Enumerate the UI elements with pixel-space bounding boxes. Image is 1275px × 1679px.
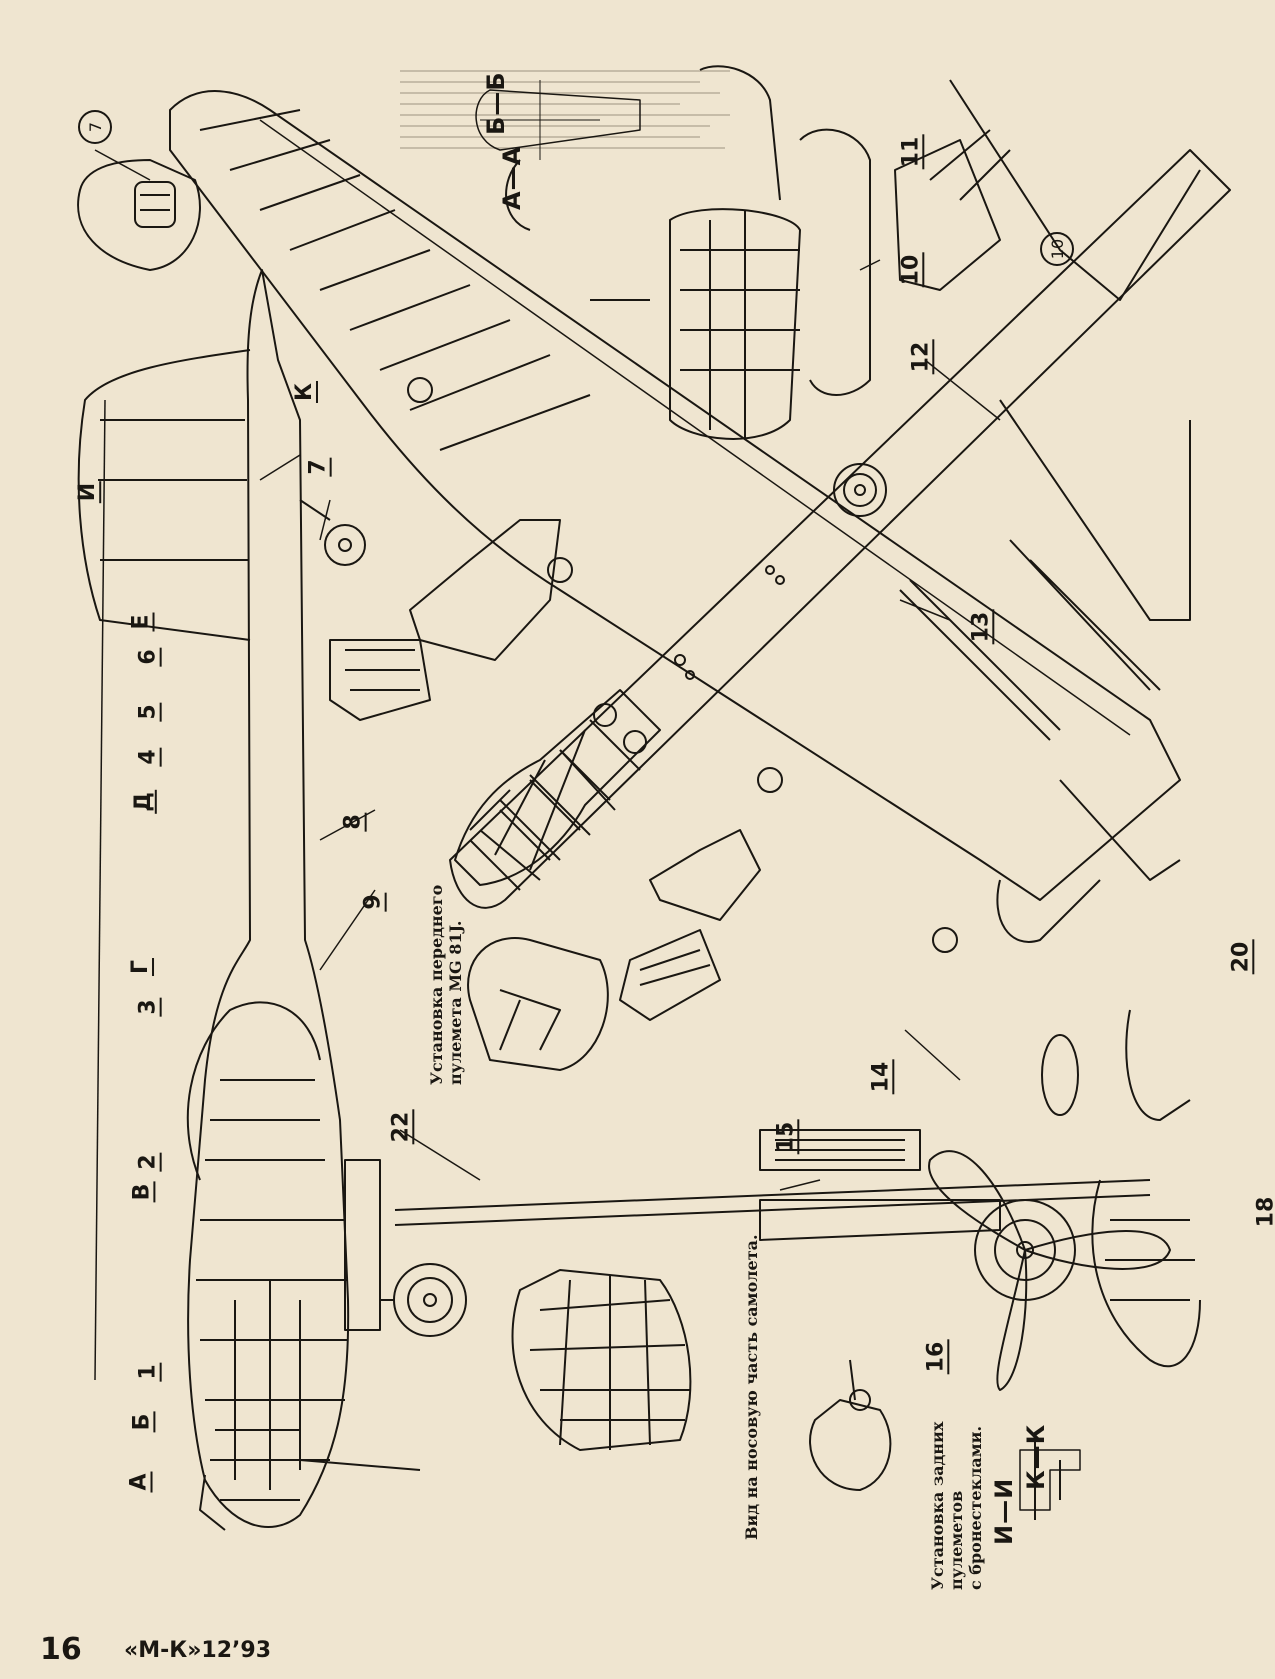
front-gun-installation-sketch xyxy=(467,937,609,1071)
caption-rear-guns: Установка задних пулеметов с бронестекла… xyxy=(928,1421,985,1590)
part-number-10: 10 xyxy=(898,252,925,288)
part-number-1: 1 xyxy=(135,1362,162,1382)
part-number-5: 5 xyxy=(135,702,162,722)
part-number-15: 15 xyxy=(773,1119,800,1155)
part-number-4: 4 xyxy=(135,747,162,767)
part-number-14: 14 xyxy=(868,1059,895,1095)
part-number-2: 2 xyxy=(135,1152,162,1172)
nose-view-sketch xyxy=(511,1269,692,1451)
detail-gun-mount xyxy=(894,129,1011,291)
part-number-8: 8 xyxy=(340,812,367,832)
part-number-6: 6 xyxy=(135,647,162,667)
section-mark-a: А xyxy=(126,1471,153,1493)
section-mark-k: К xyxy=(291,381,318,403)
section-label-aa: А—А xyxy=(498,145,526,210)
part-number-11: 11 xyxy=(898,134,925,170)
section-mark-g: Г xyxy=(128,957,155,977)
rear-gunner-cupola-detail xyxy=(590,65,871,440)
propeller-engine xyxy=(759,1034,1171,1391)
part-number-13: 13 xyxy=(968,609,995,645)
section-label-kk: К—К xyxy=(1022,1423,1050,1490)
side-view-fuselage xyxy=(77,269,1151,1531)
section-mark-i: И xyxy=(75,480,102,504)
section-label-bb: Б—Б xyxy=(482,71,510,135)
part-number-20: 20 xyxy=(1228,939,1255,975)
part-number-9: 9 xyxy=(360,892,387,912)
caption-front-gun: Установка переднего пулемета MG 81J. xyxy=(427,884,465,1085)
section-mark-d: Д xyxy=(130,790,157,814)
section-profiles xyxy=(475,80,641,231)
part-number-22: 22 xyxy=(388,1109,415,1145)
callout-circle-10: 10 xyxy=(1040,232,1074,266)
plan-view-wing xyxy=(169,90,1181,1021)
section-mark-v: В xyxy=(129,1181,156,1203)
detail-gun-port xyxy=(77,159,201,271)
page-number: 16 xyxy=(40,1632,82,1667)
section-label-ii: И—И xyxy=(990,1477,1018,1545)
caption-nose-view: Вид на носовую часть самолета. xyxy=(742,1234,761,1540)
callout-circle-7: 7 xyxy=(78,110,112,144)
section-mark-e: Е xyxy=(128,612,155,632)
part-number-12: 12 xyxy=(908,339,935,375)
plan-view-fuselage xyxy=(449,149,1231,909)
part-number-18: 18 xyxy=(1253,1194,1275,1230)
section-mark-b: Б xyxy=(129,1411,156,1433)
part-number-7: 7 xyxy=(305,457,332,477)
section-profile-ik xyxy=(1019,1440,1081,1520)
right-edge-details xyxy=(949,79,1201,1368)
leader-lines xyxy=(94,149,1001,1191)
magazine-issue: «М-К»12’93 xyxy=(124,1638,272,1663)
rear-guns-sketch xyxy=(809,1359,892,1491)
part-number-16: 16 xyxy=(923,1339,950,1375)
part-number-3: 3 xyxy=(135,997,162,1017)
